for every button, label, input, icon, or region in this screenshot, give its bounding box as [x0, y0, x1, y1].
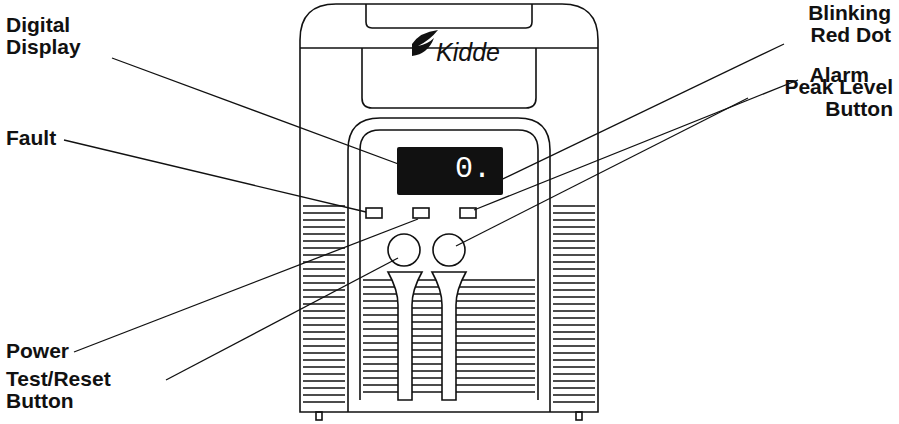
vent-slot — [303, 359, 345, 360]
vent-slot — [553, 254, 595, 255]
vent-slot — [303, 352, 345, 353]
housing-outline — [300, 4, 598, 412]
peak-level-button — [433, 234, 465, 266]
vent-slot — [553, 296, 595, 297]
vent-slot — [553, 331, 595, 332]
vent-slot — [303, 275, 345, 276]
vent-slot — [553, 240, 595, 241]
vent-slot — [553, 282, 595, 283]
callout-label: Test/Reset Button — [6, 368, 166, 412]
vent-slot — [553, 275, 595, 276]
vent-slot — [553, 219, 595, 220]
foot — [576, 412, 582, 420]
vent-slot — [553, 289, 595, 290]
vent-slot — [553, 387, 595, 388]
leader-line — [474, 80, 798, 210]
leader-line — [64, 140, 366, 212]
leader-line — [166, 258, 398, 380]
vent-slot — [553, 317, 595, 318]
leader-line — [74, 219, 418, 352]
vent-slot — [303, 401, 345, 402]
vent-slot — [553, 394, 595, 395]
vent-slot — [303, 268, 345, 269]
display-reading: 0. — [409, 151, 491, 187]
vent-slot — [553, 310, 595, 311]
vent-slot — [553, 380, 595, 381]
callout-label: Power — [6, 340, 86, 362]
vent-slot — [553, 226, 595, 227]
vent-slot — [553, 212, 595, 213]
vent-slot — [553, 366, 595, 367]
detector-body — [300, 4, 598, 420]
vent-slot — [303, 345, 345, 346]
kidde-leaf-logo — [412, 30, 438, 56]
callout-label: Fault — [6, 127, 76, 149]
vent-slot — [553, 233, 595, 234]
top-cap — [366, 4, 532, 28]
vent-slot — [553, 359, 595, 360]
vent-slot — [553, 268, 595, 269]
vent-slot — [553, 345, 595, 346]
vent-slot — [303, 219, 345, 220]
vent-slot — [303, 366, 345, 367]
alarm-led — [460, 208, 476, 218]
vent-stem — [388, 272, 422, 400]
vent-slot — [553, 205, 595, 206]
vent-slot — [553, 352, 595, 353]
vent-slot — [303, 387, 345, 388]
vent-slot — [553, 338, 595, 339]
vent-slot — [303, 212, 345, 213]
vent-slot — [303, 310, 345, 311]
vent-slot — [303, 240, 345, 241]
vent-slot — [303, 324, 345, 325]
leader-line — [112, 58, 420, 172]
vent-slot — [303, 380, 345, 381]
vent-slot — [303, 317, 345, 318]
callout-label: Peak Level Button — [743, 76, 893, 120]
vent-slot — [303, 373, 345, 374]
vent-slot — [553, 373, 595, 374]
vent-slot — [553, 401, 595, 402]
vent-slot — [303, 331, 345, 332]
leader-line — [488, 44, 784, 186]
leader-lines — [64, 44, 798, 380]
vent-slot — [303, 338, 345, 339]
vent-slot — [303, 394, 345, 395]
power-led — [413, 208, 429, 218]
vent-slot — [553, 324, 595, 325]
vent-slot — [303, 226, 345, 227]
vent-stem — [432, 272, 466, 400]
front-panel — [348, 118, 550, 412]
vent-slot — [303, 233, 345, 234]
vent-slot — [553, 247, 595, 248]
fault-led — [366, 208, 382, 218]
vent-slot — [553, 303, 595, 304]
foot — [316, 412, 322, 420]
vent-slot — [303, 247, 345, 248]
brand-logo-text: Kidde — [436, 38, 500, 66]
vent-slot — [553, 261, 595, 262]
inner-panel — [360, 130, 538, 400]
callout-label: Digital Display — [6, 14, 116, 58]
vent-grille — [303, 206, 595, 402]
vent-stems — [388, 272, 466, 400]
digital-display: 0. — [397, 147, 503, 195]
callout-label: Blinking Red Dot — [781, 2, 891, 46]
vent-slot — [303, 282, 345, 283]
